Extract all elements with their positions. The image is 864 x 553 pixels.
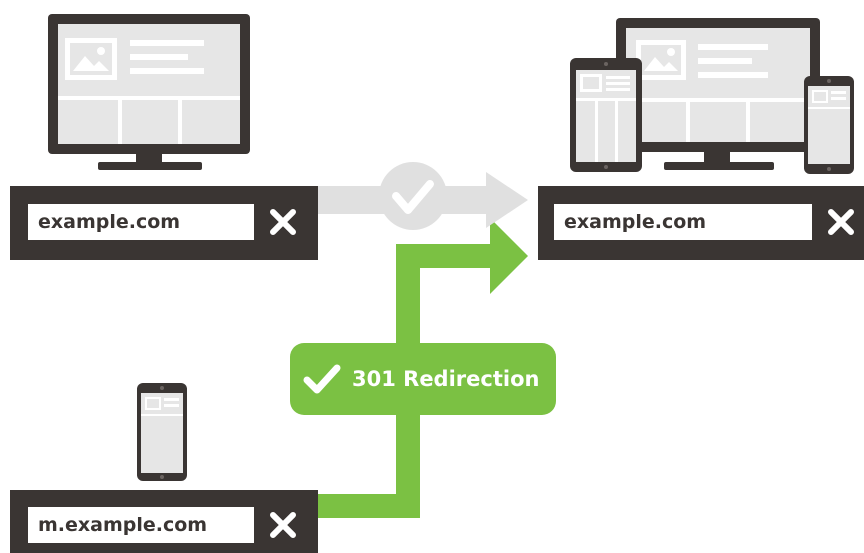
close-icon[interactable] bbox=[268, 207, 298, 237]
redirection-badge: 301 Redirection bbox=[290, 343, 556, 415]
redirect-connector bbox=[318, 218, 528, 518]
mobile-phone bbox=[137, 383, 187, 481]
desktop-monitor bbox=[48, 14, 250, 170]
same-url-connector bbox=[318, 162, 528, 230]
url-field[interactable]: example.com bbox=[28, 204, 254, 240]
check-icon bbox=[392, 180, 434, 214]
desktop-monitor bbox=[616, 18, 820, 170]
close-icon[interactable] bbox=[268, 510, 298, 540]
desktop-url-bar: example.com bbox=[10, 186, 318, 260]
redirection-label: 301 Redirection bbox=[352, 367, 540, 391]
url-field[interactable]: m.example.com bbox=[28, 507, 254, 543]
url-field[interactable]: example.com bbox=[554, 204, 812, 240]
mobile-url-bar: m.example.com bbox=[10, 490, 318, 553]
responsive-url-bar: example.com bbox=[538, 186, 864, 260]
mobile-phone bbox=[804, 76, 854, 174]
tablet bbox=[570, 58, 642, 172]
check-icon bbox=[303, 364, 341, 394]
close-icon[interactable] bbox=[826, 207, 856, 237]
check-circle bbox=[379, 162, 447, 230]
